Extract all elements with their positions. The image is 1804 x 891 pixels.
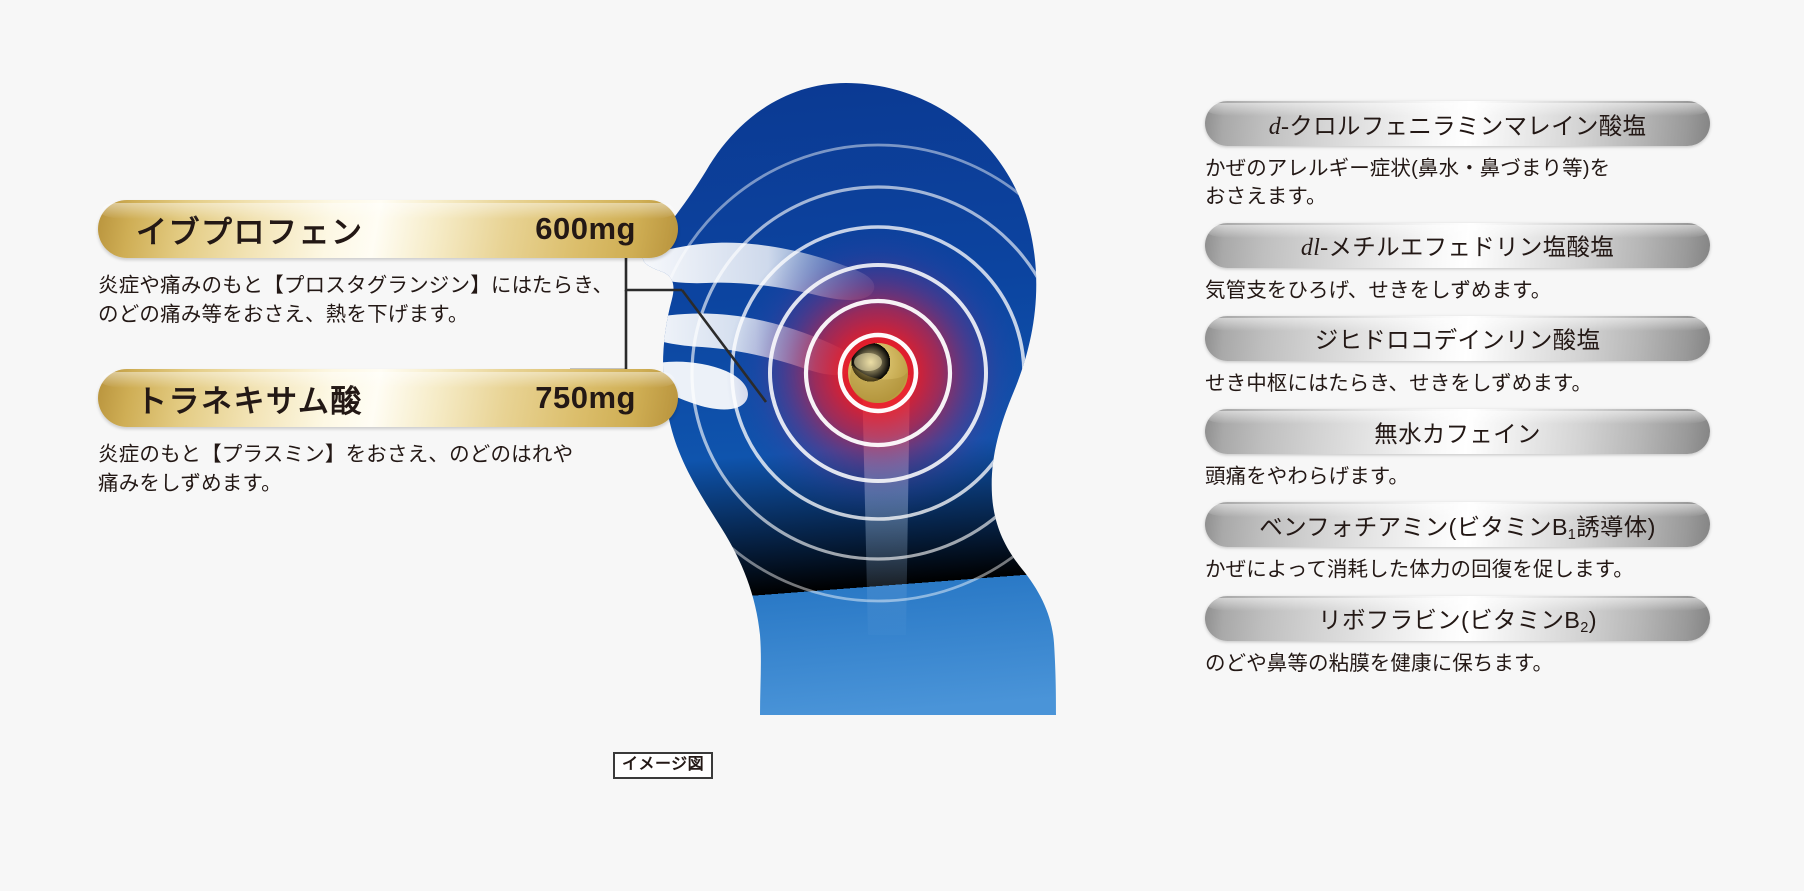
ingredient-name-ibuprofen: イブプロフェン bbox=[136, 214, 364, 250]
ingredient-description-riboflavin: のどや鼻等の粘膜を健康に保ちます。 bbox=[1205, 650, 1710, 678]
name-rest: リボフラビン(ビタミンB bbox=[1318, 607, 1581, 634]
ingredient-dose-ibuprofen: 600mg bbox=[535, 211, 636, 246]
ingredient-bar-methylephedrine[interactable]: dl-メチルエフェドリン塩酸塩 bbox=[1205, 222, 1710, 268]
stereo-prefix: dl- bbox=[1300, 235, 1329, 262]
ingredient-card-ibuprofen: イブプロフェン 600mg 炎症や痛みのもと【プロスタグランジン】にはたらき、 … bbox=[98, 200, 678, 329]
ingredient-name-riboflavin: リボフラビン(ビタミンB2) bbox=[1318, 601, 1597, 637]
ingredient-card-methylephedrine: dl-メチルエフェドリン塩酸塩 気管支をひろげ、せきをしずめます。 bbox=[1205, 222, 1710, 305]
image-caption-label: イメージ図 bbox=[613, 752, 714, 779]
ingredient-name-dihydrocodeine: ジヒドロコデインリン酸塩 bbox=[1315, 321, 1601, 355]
ingredient-card-riboflavin: リボフラビン(ビタミンB2) のどや鼻等の粘膜を健康に保ちます。 bbox=[1205, 595, 1710, 678]
ingredient-description-tranexamic-acid: 炎症のもと【プラスミン】をおさえ、のどのはれや 痛みをしずめます。 bbox=[98, 440, 678, 498]
ingredient-card-benfotiamine: ベンフォチアミン(ビタミンB1誘導体) かぜによって消耗した体力の回復を促します… bbox=[1205, 502, 1710, 584]
ingredient-card-chlorpheniramine: d-クロルフェニラミンマレイン酸塩 かぜのアレルギー症状(鼻水・鼻づまり等)を … bbox=[1205, 101, 1710, 212]
description-line: のどの痛み等をおさえ、熱を下げます。 bbox=[98, 303, 469, 327]
ingredient-name-chlorpheniramine: d-クロルフェニラミンマレイン酸塩 bbox=[1269, 107, 1647, 141]
ingredient-name-tranexamic-acid: トラネキサム酸 bbox=[136, 383, 363, 419]
head-illustration bbox=[642, 83, 1056, 715]
ingredient-card-tranexamic-acid: トラネキサム酸 750mg 炎症のもと【プラスミン】をおさえ、のどのはれや 痛み… bbox=[98, 369, 678, 498]
name-rest: メチルエフェドリン塩酸塩 bbox=[1328, 234, 1615, 261]
ingredient-bar-riboflavin[interactable]: リボフラビン(ビタミンB2) bbox=[1205, 595, 1710, 641]
vitamin-subscript: 2 bbox=[1580, 620, 1589, 637]
ingredient-description-methylephedrine: 気管支をひろげ、せきをしずめます。 bbox=[1205, 277, 1710, 305]
left-ingredient-column: イブプロフェン 600mg 炎症や痛みのもと【プロスタグランジン】にはたらき、 … bbox=[98, 200, 678, 498]
description-line: かぜのアレルギー症状(鼻水・鼻づまり等)を bbox=[1205, 157, 1611, 180]
description-line: 痛みをしずめます。 bbox=[98, 472, 282, 496]
ingredient-description-caffeine: 頭痛をやわらげます。 bbox=[1205, 463, 1710, 491]
ingredient-bar-benfotiamine[interactable]: ベンフォチアミン(ビタミンB1誘導体) bbox=[1205, 502, 1710, 548]
name-tail: ) bbox=[1588, 607, 1597, 634]
stereo-prefix: d- bbox=[1268, 113, 1290, 140]
description-line: 気管支をひろげ、せきをしずめます。 bbox=[1205, 278, 1552, 302]
ingredient-name-methylephedrine: dl-メチルエフェドリン塩酸塩 bbox=[1301, 228, 1614, 262]
name-tail: 誘導体) bbox=[1576, 513, 1656, 540]
name-rest: 無水カフェイン bbox=[1374, 420, 1541, 447]
ingredient-description-benfotiamine: かぜによって消耗した体力の回復を促します。 bbox=[1205, 556, 1710, 584]
ingredient-card-dihydrocodeine: ジヒドロコデインリン酸塩 せき中枢にはたらき、せきをしずめます。 bbox=[1205, 315, 1710, 398]
name-rest: ジヒドロコデインリン酸塩 bbox=[1314, 327, 1601, 354]
ingredient-name-caffeine: 無水カフェイン bbox=[1374, 415, 1541, 449]
ingredient-card-caffeine: 無水カフェイン 頭痛をやわらげます。 bbox=[1205, 409, 1710, 491]
name-rest: ベンフォチアミン(ビタミンB bbox=[1259, 513, 1568, 540]
vitamin-subscript: 1 bbox=[1567, 526, 1577, 543]
description-line: 頭痛をやわらげます。 bbox=[1205, 465, 1409, 489]
description-line: かぜによって消耗した体力の回復を促します。 bbox=[1205, 558, 1634, 582]
ingredient-bar-tranexamic-acid[interactable]: トラネキサム酸 750mg bbox=[98, 369, 678, 428]
ingredient-bar-dihydrocodeine[interactable]: ジヒドロコデインリン酸塩 bbox=[1205, 315, 1710, 361]
description-line: 炎症や痛みのもと【プロスタグランジン】にはたらき、 bbox=[98, 274, 614, 297]
description-line: せき中枢にはたらき、せきをしずめます。 bbox=[1205, 371, 1593, 395]
ingredient-bar-chlorpheniramine[interactable]: d-クロルフェニラミンマレイン酸塩 bbox=[1205, 101, 1710, 146]
ingredient-description-chlorpheniramine: かぜのアレルギー症状(鼻水・鼻づまり等)を おさえます。 bbox=[1205, 155, 1710, 212]
ingredient-name-benfotiamine: ベンフォチアミン(ビタミンB1誘導体) bbox=[1259, 508, 1656, 543]
description-line: 炎症のもと【プラスミン】をおさえ、のどのはれや bbox=[98, 443, 574, 467]
right-ingredient-column: d-クロルフェニラミンマレイン酸塩 かぜのアレルギー症状(鼻水・鼻づまり等)を … bbox=[1205, 101, 1710, 689]
ingredient-description-ibuprofen: 炎症や痛みのもと【プロスタグランジン】にはたらき、 のどの痛み等をおさえ、熱を下… bbox=[98, 271, 678, 329]
description-line: おさえます。 bbox=[1205, 185, 1327, 209]
ingredient-bar-caffeine[interactable]: 無水カフェイン bbox=[1205, 409, 1710, 455]
description-line: のどや鼻等の粘膜を健康に保ちます。 bbox=[1205, 651, 1554, 675]
ingredient-dose-tranexamic-acid: 750mg bbox=[535, 380, 636, 416]
ingredient-description-dihydrocodeine: せき中枢にはたらき、せきをしずめます。 bbox=[1205, 370, 1710, 398]
ingredient-bar-ibuprofen[interactable]: イブプロフェン 600mg bbox=[98, 200, 678, 258]
name-rest: クロルフェニラミンマレイン酸塩 bbox=[1289, 112, 1647, 139]
